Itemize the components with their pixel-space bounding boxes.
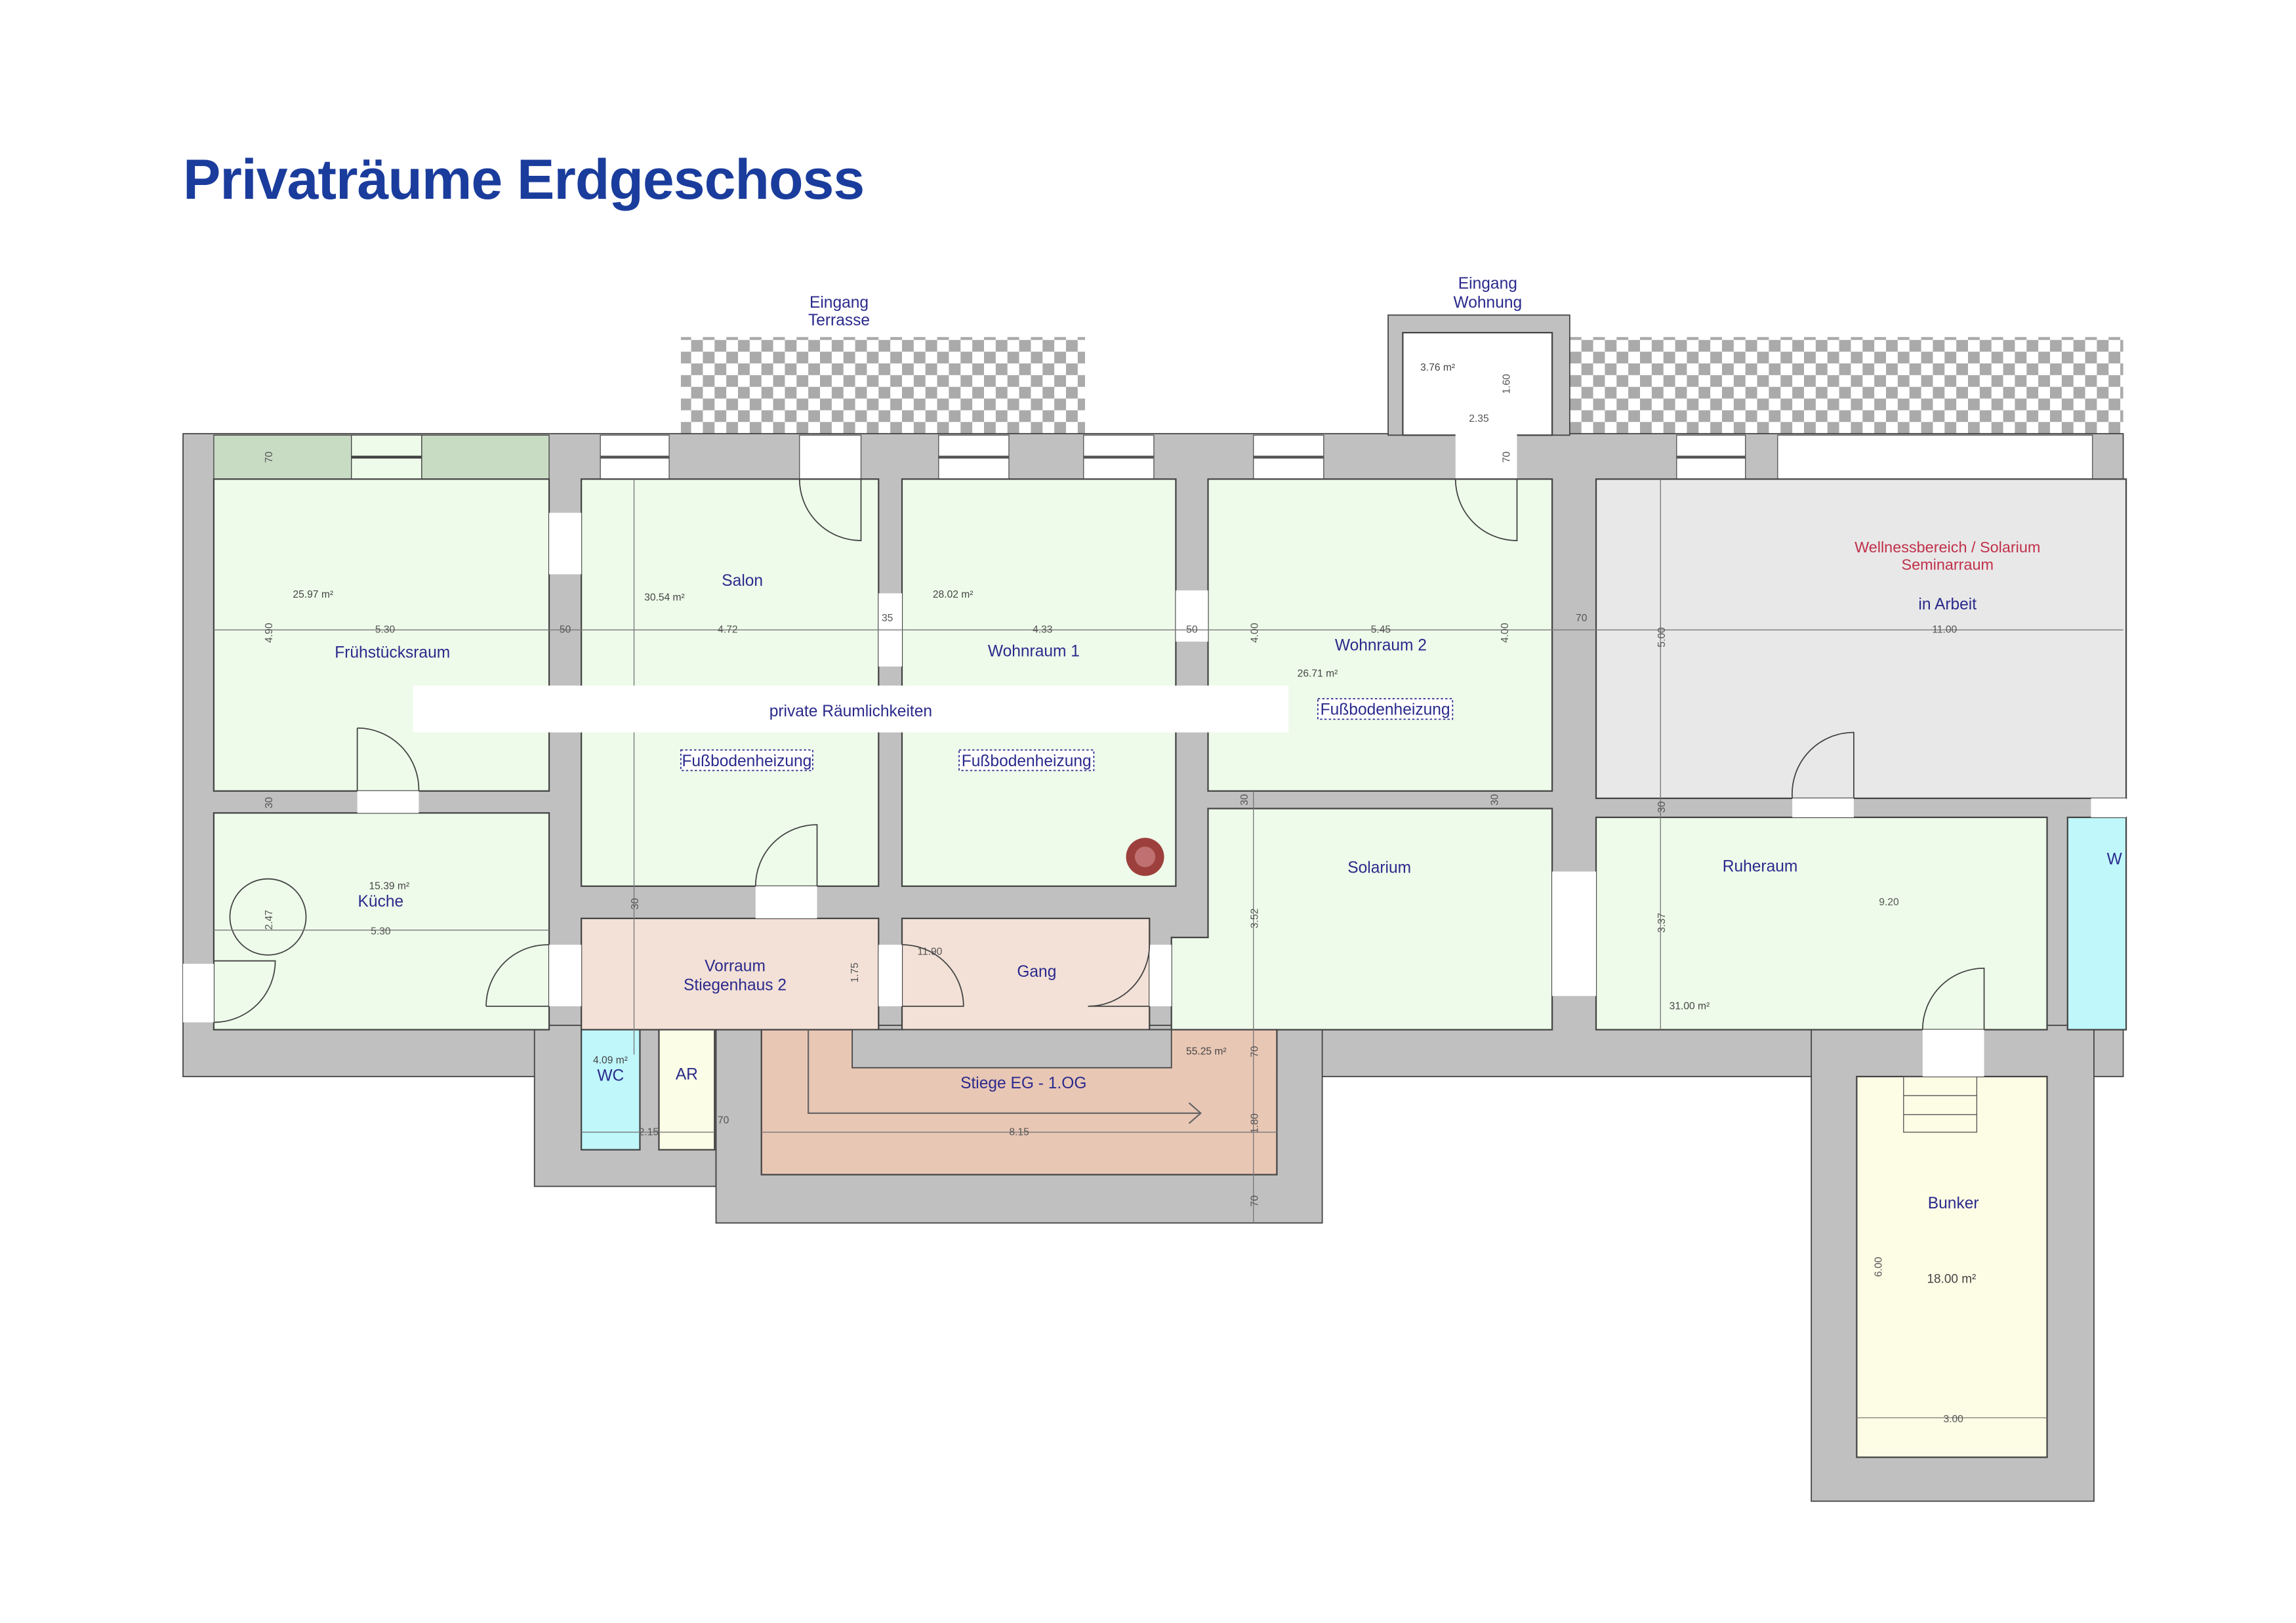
room-ar bbox=[658, 1029, 716, 1151]
svg-text:11.00: 11.00 bbox=[1932, 625, 1957, 636]
label-solarium: Solarium bbox=[1347, 859, 1411, 877]
label-ruheraum: Ruheraum bbox=[1723, 858, 1798, 876]
svg-text:30: 30 bbox=[630, 898, 641, 910]
room-wellness bbox=[1595, 478, 2127, 800]
room-gang bbox=[901, 917, 1151, 1031]
entrance-terrace-line2: Terrasse bbox=[808, 312, 870, 329]
entrance-terrace-line1: Eingang bbox=[810, 294, 869, 312]
area-solarium: 55.25 m² bbox=[1186, 1046, 1227, 1058]
svg-text:3.00: 3.00 bbox=[1943, 1414, 1963, 1425]
label-salon: Salon bbox=[722, 572, 763, 590]
floor-heating-tags bbox=[680, 698, 1454, 771]
svg-text:30: 30 bbox=[1489, 794, 1500, 806]
svg-text:50: 50 bbox=[560, 625, 571, 636]
label-wohnraum2: Wohnraum 2 bbox=[1335, 636, 1427, 654]
windows bbox=[600, 434, 2093, 480]
svg-text:4.72: 4.72 bbox=[718, 625, 737, 636]
area-entry: 3.76 m² bbox=[1420, 362, 1455, 373]
label-wellness-line2: Seminarraum bbox=[1901, 556, 1994, 573]
svg-text:70: 70 bbox=[264, 451, 275, 463]
svg-text:70: 70 bbox=[1501, 451, 1512, 463]
page-title: Privaträume Erdgeschoss bbox=[183, 148, 865, 211]
terrace-left bbox=[680, 337, 1086, 434]
svg-text:2.35: 2.35 bbox=[1469, 413, 1489, 424]
label-stiege: Stiege EG - 1.OG bbox=[960, 1075, 1086, 1092]
label-bunker: Bunker bbox=[1928, 1195, 1979, 1212]
svg-text:4.00: 4.00 bbox=[1500, 623, 1511, 643]
room-salon bbox=[581, 478, 880, 887]
entrance-apartment-line2: Wohnung bbox=[1454, 294, 1523, 312]
svg-text:30: 30 bbox=[1239, 794, 1250, 806]
door-swings bbox=[213, 479, 1985, 1030]
area-wohnraum1: 28.02 m² bbox=[933, 589, 974, 600]
floor-heating-wohnraum2: Fußbodenheizung bbox=[1321, 701, 1450, 719]
area-bunker: 18.00 m² bbox=[1927, 1273, 1977, 1286]
area-wohnraum2: 26.71 m² bbox=[1298, 668, 1338, 680]
svg-text:1.80: 1.80 bbox=[1249, 1113, 1260, 1134]
svg-text:9.20: 9.20 bbox=[1879, 897, 1899, 908]
label-vorraum-line2: Stiegenhaus 2 bbox=[684, 976, 787, 994]
svg-text:70: 70 bbox=[1249, 1046, 1260, 1058]
svg-text:3.52: 3.52 bbox=[1249, 909, 1260, 928]
svg-text:30: 30 bbox=[264, 797, 275, 809]
label-wc: WC bbox=[597, 1067, 624, 1085]
svg-text:5.30: 5.30 bbox=[375, 625, 396, 636]
svg-text:4.00: 4.00 bbox=[1249, 623, 1260, 643]
area-ruheraum: 31.00 m² bbox=[1670, 1000, 1710, 1012]
room-wohnraum2 bbox=[1207, 478, 1553, 792]
svg-text:4.90: 4.90 bbox=[264, 623, 275, 643]
label-fruehstuecksraum: Frühstücksraum bbox=[335, 644, 450, 662]
room-w-partial bbox=[2066, 816, 2127, 1031]
svg-text:2.15: 2.15 bbox=[639, 1126, 659, 1138]
room-wohnraum1 bbox=[901, 478, 1177, 887]
terrace-right bbox=[1569, 337, 2123, 434]
label-w-partial: W bbox=[2107, 850, 2123, 868]
svg-text:11.90: 11.90 bbox=[917, 947, 942, 958]
svg-text:1.75: 1.75 bbox=[850, 962, 861, 983]
area-wc: 4.09 m² bbox=[593, 1055, 628, 1066]
area-fruehstuecksraum: 25.97 m² bbox=[293, 589, 333, 600]
svg-text:3.37: 3.37 bbox=[1656, 913, 1668, 932]
stair-arrow-icon bbox=[808, 1029, 1202, 1124]
label-vorraum-line1: Vorraum bbox=[705, 957, 766, 975]
svg-text:4.33: 4.33 bbox=[1033, 625, 1052, 636]
label-kueche: Küche bbox=[358, 893, 404, 911]
svg-text:70: 70 bbox=[1576, 613, 1588, 624]
svg-text:50: 50 bbox=[1186, 625, 1198, 636]
svg-text:5.00: 5.00 bbox=[1656, 627, 1668, 647]
svg-text:1.60: 1.60 bbox=[1501, 374, 1512, 394]
svg-text:70: 70 bbox=[718, 1115, 729, 1126]
floor-heating-salon: Fußbodenheizung bbox=[682, 752, 811, 770]
svg-text:30: 30 bbox=[1656, 801, 1668, 813]
svg-text:6.00: 6.00 bbox=[1873, 1257, 1884, 1277]
wellness-status: in Arbeit bbox=[1918, 596, 1977, 613]
label-wohnraum1: Wohnraum 1 bbox=[988, 642, 1080, 660]
svg-text:8.15: 8.15 bbox=[1009, 1126, 1029, 1138]
svg-text:5.30: 5.30 bbox=[371, 926, 391, 937]
private-banner bbox=[413, 686, 1289, 733]
svg-text:35: 35 bbox=[882, 613, 893, 624]
room-fruehstuecksraum bbox=[213, 478, 550, 792]
room-wc bbox=[581, 1029, 641, 1151]
label-ar: AR bbox=[676, 1065, 698, 1083]
private-banner-label: private Räumlichkeiten bbox=[769, 703, 932, 720]
room-kueche bbox=[213, 812, 550, 1031]
area-salon: 30.54 m² bbox=[644, 592, 685, 604]
svg-text:70: 70 bbox=[1249, 1195, 1260, 1207]
svg-text:2.47: 2.47 bbox=[264, 910, 275, 930]
room-ruheraum bbox=[1595, 816, 2048, 1031]
dimension-labels: 5.30 4.72 4.33 5.45 11.00 50 50 35 70 5.… bbox=[264, 374, 1963, 1425]
svg-text:5.45: 5.45 bbox=[1371, 625, 1391, 636]
label-wellness-line1: Wellnessbereich / Solarium bbox=[1855, 539, 2040, 556]
room-vorraum bbox=[581, 917, 880, 1031]
entrance-apartment-line1: Eingang bbox=[1458, 275, 1517, 293]
floor-heating-wohnraum1: Fußbodenheizung bbox=[962, 752, 1092, 770]
room-bunker bbox=[1856, 1075, 2048, 1458]
label-gang: Gang bbox=[1017, 963, 1056, 981]
area-kueche: 15.39 m² bbox=[369, 880, 409, 892]
